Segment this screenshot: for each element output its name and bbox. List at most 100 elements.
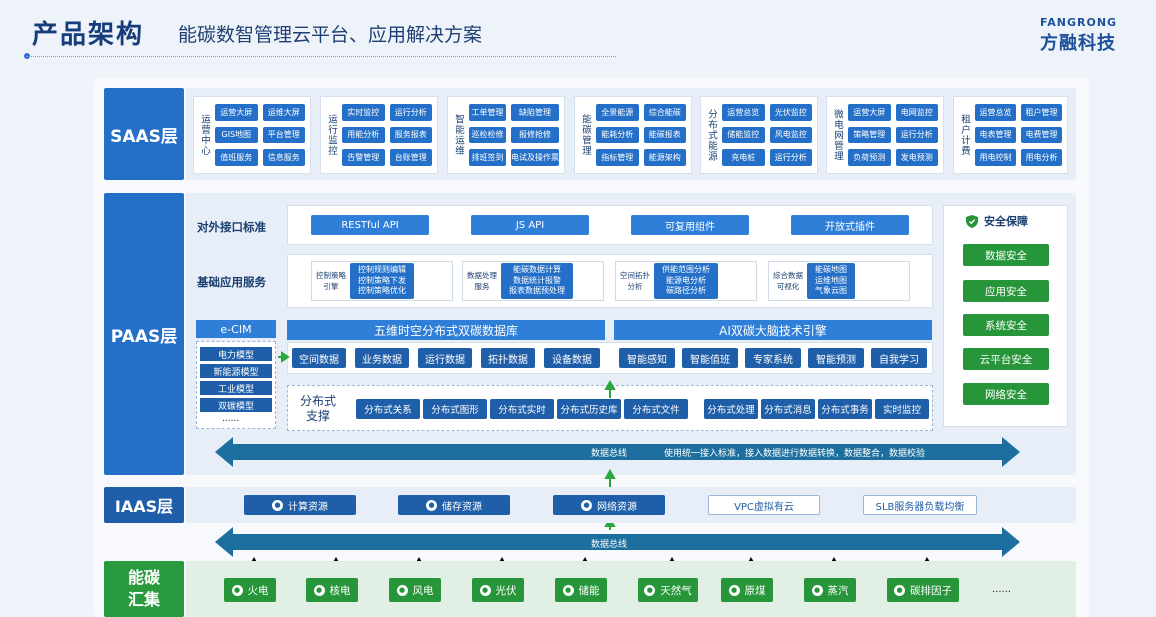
security-title: 安全保障 [966,213,1028,229]
saas-item[interactable]: 风电监控 [769,126,812,144]
ecim-item[interactable]: 工业模型 [200,381,272,395]
saas-item[interactable]: 用电分析 [1021,149,1062,166]
security-item[interactable]: 云平台安全 [963,348,1049,370]
saas-item[interactable]: 运维大屏 [262,104,305,121]
saas-item[interactable]: 台账管理 [389,149,432,166]
saas-item[interactable]: 租户管理 [1021,104,1062,121]
iaas-storage[interactable]: ●储存资源 [398,495,510,515]
security-item[interactable]: 数据安全 [963,244,1049,266]
energy-item[interactable]: ●核电 [306,578,358,602]
energy-item[interactable]: ●蒸汽 [804,578,856,602]
saas-item[interactable]: 能碳报表 [643,126,686,144]
iaas-vpc[interactable]: VPC虚拟有云 [708,495,820,515]
saas-item[interactable]: 巡检检修 [469,126,506,144]
saas-item[interactable]: 策略管理 [848,126,891,144]
db-item[interactable]: 设备数据 [544,348,600,368]
svc-group-control[interactable]: 控制策略 引擎 控制规则编辑 控制策略下发 控制策略优化 [311,261,453,301]
ai-item[interactable]: 智能预测 [808,348,864,368]
energy-item-label: 天然气 [660,584,692,597]
energy-item[interactable]: ●天然气 [638,578,698,602]
energy-item[interactable]: ●原煤 [721,578,773,602]
saas-item[interactable]: 全景能源 [596,104,639,121]
dist-item[interactable]: 分布式文件 [624,399,688,419]
saas-item[interactable]: 指标管理 [596,149,639,166]
saas-item[interactable]: 实时监控 [342,104,385,121]
db-item[interactable]: 运行数据 [418,348,472,368]
ai-item[interactable]: 专家系统 [745,348,801,368]
db-item[interactable]: 业务数据 [355,348,409,368]
saas-item[interactable]: 用电控制 [975,149,1016,166]
dist-item[interactable]: 分布式历史库 [557,399,621,419]
dist-item[interactable]: 分布式关系 [356,399,420,419]
energy-icon: ● [479,584,491,596]
energy-item[interactable]: ●光伏 [472,578,524,602]
dist-item[interactable]: 分布式消息 [761,399,815,419]
saas-item[interactable]: 运行分析 [389,104,432,121]
api-js[interactable]: JS API [471,215,589,235]
iaas-slb[interactable]: SLB服务器负载均衡 [863,495,977,515]
saas-item[interactable]: 储能监控 [722,126,765,144]
saas-item[interactable]: 能源架构 [643,149,686,166]
saas-item[interactable]: 负荷预测 [848,149,891,166]
saas-item[interactable]: 运营大屏 [215,104,258,121]
iaas-network[interactable]: ●网络资源 [553,495,665,515]
api-components[interactable]: 可复用组件 [631,215,749,235]
api-restful[interactable]: RESTful API [311,215,429,235]
layer-energy-label: 能碳 汇集 [104,561,184,617]
saas-item[interactable]: 运营大屏 [848,104,891,121]
saas-item[interactable]: 运行分析 [895,126,938,144]
api-plugins[interactable]: 开放式插件 [791,215,909,235]
saas-item[interactable]: 运营总览 [975,104,1016,121]
saas-item[interactable]: 值班服务 [215,149,258,166]
saas-item[interactable]: 告警管理 [342,149,385,166]
security-item[interactable]: 网络安全 [963,383,1049,405]
saas-item[interactable]: 排班签到 [469,149,506,166]
saas-item[interactable]: 运营总览 [722,104,765,121]
security-item[interactable]: 应用安全 [963,280,1049,302]
saas-item[interactable]: 电试及操作票 [511,149,559,166]
saas-item[interactable]: 发电预测 [895,149,938,166]
saas-item[interactable]: 工单管理 [469,104,506,121]
dist-item[interactable]: 分布式图形 [423,399,487,419]
svc-group-topology[interactable]: 空间拓扑 分析 供能范围分析 能源电分析 碳路径分析 [615,261,757,301]
ai-item[interactable]: 自我学习 [871,348,927,368]
dist-item[interactable]: 实时监控 [875,399,929,419]
saas-module: 微电网管理运营大屏电网监控策略管理运行分析负荷预测发电预测 [826,96,944,174]
saas-item[interactable]: 电网监控 [895,104,938,121]
db-item[interactable]: 拓扑数据 [481,348,535,368]
saas-item[interactable]: 能耗分析 [596,126,639,144]
header-divider [26,56,616,57]
saas-item[interactable]: 缺陷管理 [511,104,559,121]
svc-group-label: 空间拓扑 分析 [620,271,650,291]
saas-item[interactable]: 综合能碳 [643,104,686,121]
saas-item[interactable]: 服务报表 [389,126,432,144]
saas-item[interactable]: 平台管理 [262,126,305,144]
ecim-item[interactable]: 新能源模型 [200,364,272,378]
ecim-item[interactable]: 双碳模型 [200,398,272,412]
energy-item[interactable]: ●储能 [555,578,607,602]
dist-item[interactable]: 分布式事务 [818,399,872,419]
svc-group-visual[interactable]: 综合数据 可视化 能碳地图 运维地图 气象云图 [768,261,910,301]
db-item[interactable]: 空间数据 [292,348,346,368]
saas-item[interactable]: 报修抢修 [511,126,559,144]
svc-group-data[interactable]: 数据处理 服务 能碳数据计算 数据统计报警 报表数据预处理 [462,261,604,301]
energy-item[interactable]: ●碳排因子 [887,578,959,602]
saas-item[interactable]: 光伏监控 [769,104,812,121]
saas-item[interactable]: GIS地图 [215,126,258,144]
energy-item[interactable]: ●火电 [224,578,276,602]
saas-item[interactable]: 充电桩 [722,149,765,166]
ai-item[interactable]: 智能感知 [619,348,675,368]
iaas-compute[interactable]: ●计算资源 [244,495,356,515]
saas-item[interactable]: 运行分析 [769,149,812,166]
ecim-item[interactable]: 电力模型 [200,347,272,361]
security-item[interactable]: 系统安全 [963,314,1049,336]
dist-item[interactable]: 分布式实时 [490,399,554,419]
saas-item[interactable]: 用能分析 [342,126,385,144]
ai-item[interactable]: 智能值班 [682,348,738,368]
saas-item[interactable]: 信息服务 [262,149,305,166]
saas-item[interactable]: 电费管理 [1021,126,1062,144]
dist-item[interactable]: 分布式处理 [704,399,758,419]
energy-item[interactable]: ●风电 [389,578,441,602]
saas-item[interactable]: 电表管理 [975,126,1016,144]
